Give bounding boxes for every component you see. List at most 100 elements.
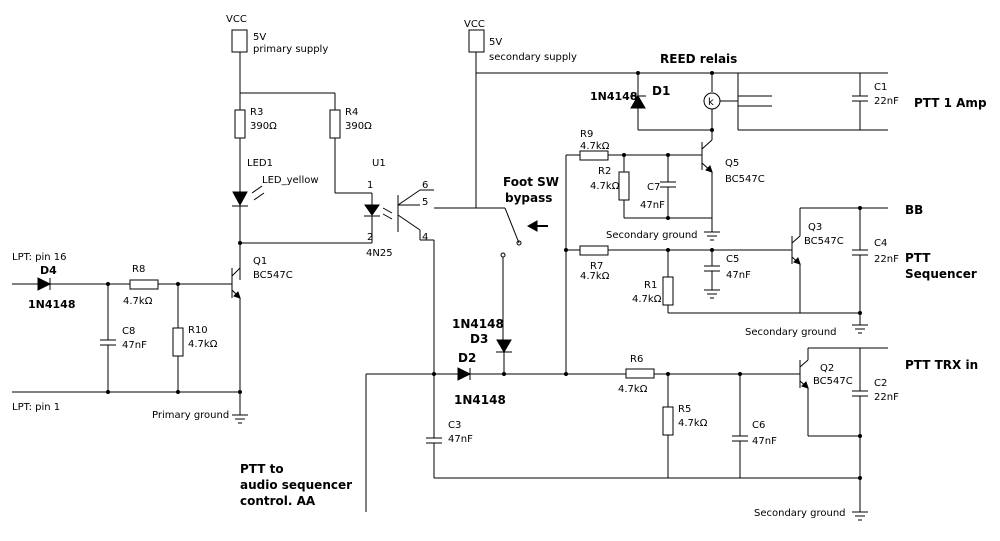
ptt-to-label-2: audio sequencer xyxy=(240,478,352,492)
r6-value: 4.7kΩ xyxy=(618,384,648,395)
c7-label: C7 xyxy=(647,182,660,193)
arrow-left-icon xyxy=(526,220,548,232)
capacitor-c3: C3 47nF xyxy=(426,420,473,445)
vcc-secondary-voltage: 5V xyxy=(489,37,502,48)
q1-label: Q1 xyxy=(253,256,267,267)
d2-label: D2 xyxy=(458,351,476,365)
relay-k-label: k xyxy=(708,97,714,108)
secondary-ground-label-1: Secondary ground xyxy=(606,230,698,241)
c2-label: C2 xyxy=(874,378,887,389)
q2-value: BC547C xyxy=(813,376,853,387)
r5-label: R5 xyxy=(678,404,691,415)
reed-label: REED relais xyxy=(660,52,737,66)
d3-value: 1N4148 xyxy=(452,317,504,331)
c8-label: C8 xyxy=(122,326,135,337)
ground-symbol-2 xyxy=(852,324,868,334)
vcc-primary-desc: primary supply xyxy=(253,44,328,55)
capacitor-c8: C8 47nF xyxy=(100,326,147,351)
vcc-primary-label: VCC xyxy=(226,14,247,25)
r1-value: 4.7kΩ xyxy=(632,294,662,305)
q1-value: BC547C xyxy=(253,270,293,281)
r8-value: 4.7kΩ xyxy=(123,296,153,307)
resistor-r10: R10 4.7kΩ xyxy=(172,325,218,357)
led1-value: LED_yellow xyxy=(262,175,319,186)
led1-label: LED1 xyxy=(247,158,273,169)
primary-ground-symbol xyxy=(232,414,248,424)
r4-label: R4 xyxy=(345,107,358,118)
ptt-to-label-3: control. AA xyxy=(240,494,316,508)
c4-label: C4 xyxy=(874,238,887,249)
resistor-r3: R3 390Ω xyxy=(234,107,277,139)
ptt-seq-label-2: Sequencer xyxy=(905,267,977,281)
vcc-primary-voltage: 5V xyxy=(253,32,266,43)
r1-label: R1 xyxy=(644,280,657,291)
d4-label: D4 xyxy=(40,264,57,277)
lpt1-label: LPT: pin 1 xyxy=(12,402,60,413)
resistor-r8: R8 4.7kΩ xyxy=(123,264,159,307)
diode-d1: D1 1N4148 xyxy=(590,84,670,109)
ptt-trx-label: PTT TRX in xyxy=(905,358,978,372)
resistor-r4: R4 390Ω xyxy=(329,107,372,139)
capacitor-c6: C6 47nF xyxy=(732,420,777,447)
secondary-ground-label-3: Secondary ground xyxy=(754,508,846,519)
c5-value: 47nF xyxy=(726,270,751,281)
q3-value: BC547C xyxy=(804,236,844,247)
d1-value: 1N4148 xyxy=(590,90,637,103)
led1: LED1 LED_yellow xyxy=(232,158,319,207)
d3-label: D3 xyxy=(470,332,488,346)
q3-label: Q3 xyxy=(808,222,822,233)
foot-sw-label-2: bypass xyxy=(505,191,552,205)
lpt16-label: LPT: pin 16 xyxy=(12,252,67,263)
transistor-q1: Q1 BC547C xyxy=(231,256,293,299)
u1-label: U1 xyxy=(372,158,386,169)
resistor-r1: R1 4.7kΩ xyxy=(632,276,674,306)
vcc-secondary-label: VCC xyxy=(464,19,485,30)
primary-ground-label: Primary ground xyxy=(152,410,229,421)
vcc-secondary-desc: secondary supply xyxy=(489,52,577,63)
capacitor-c5: C5 47nF xyxy=(704,254,751,281)
c6-label: C6 xyxy=(752,420,765,431)
vcc-secondary: VCC 5V secondary supply xyxy=(464,19,577,63)
transistor-q3: Q3 BC547C xyxy=(791,222,844,265)
r7-label: R7 xyxy=(590,261,603,272)
q5-label: Q5 xyxy=(725,158,739,169)
ground-symbol-3 xyxy=(852,511,868,521)
d2-value: 1N4148 xyxy=(454,393,506,407)
r10-label: R10 xyxy=(188,325,208,336)
c5-label: C5 xyxy=(726,254,739,265)
c1-label: C1 xyxy=(874,82,887,93)
ptt1-amp-label: PTT 1 Amp xyxy=(914,96,987,110)
c3-label: C3 xyxy=(448,420,461,431)
ground-symbol-c5 xyxy=(704,289,720,299)
ptt-to-label-1: PTT to xyxy=(240,462,284,476)
foot-sw-label: Foot SW xyxy=(503,175,559,189)
capacitor-c2: C2 22nF xyxy=(852,378,899,403)
pin4-label: 4 xyxy=(422,232,428,243)
relay-coil: k xyxy=(703,92,721,110)
r2-label: R2 xyxy=(598,166,611,177)
r9-label: R9 xyxy=(580,129,593,140)
ground-symbol-1 xyxy=(704,231,720,241)
reed-contact xyxy=(738,95,772,107)
secondary-ground-label-2: Secondary ground xyxy=(745,327,837,338)
transistor-q5: Q5 BC547C xyxy=(701,139,765,185)
optocoupler-u1: U1 1 2 6 5 4 4N25 xyxy=(364,158,434,259)
r5-value: 4.7kΩ xyxy=(678,418,708,429)
r9-value: 4.7kΩ xyxy=(580,141,610,152)
resistor-r2: R2 4.7kΩ xyxy=(590,166,630,201)
u1-value: 4N25 xyxy=(366,248,393,259)
diode-d2: D2 1N4148 xyxy=(454,351,506,407)
r4-value: 390Ω xyxy=(345,121,372,132)
r10-value: 4.7kΩ xyxy=(188,339,218,350)
diode-d4: D4 1N4148 xyxy=(28,264,75,311)
pin1-label: 1 xyxy=(367,180,373,191)
r6-label: R6 xyxy=(630,354,643,365)
r2-value: 4.7kΩ xyxy=(590,181,620,192)
d1-label: D1 xyxy=(652,84,670,98)
q5-value: BC547C xyxy=(725,174,765,185)
c4-value: 22nF xyxy=(874,254,899,265)
r8-label: R8 xyxy=(132,264,145,275)
pin2-label: 2 xyxy=(367,232,373,243)
r3-value: 390Ω xyxy=(250,121,277,132)
